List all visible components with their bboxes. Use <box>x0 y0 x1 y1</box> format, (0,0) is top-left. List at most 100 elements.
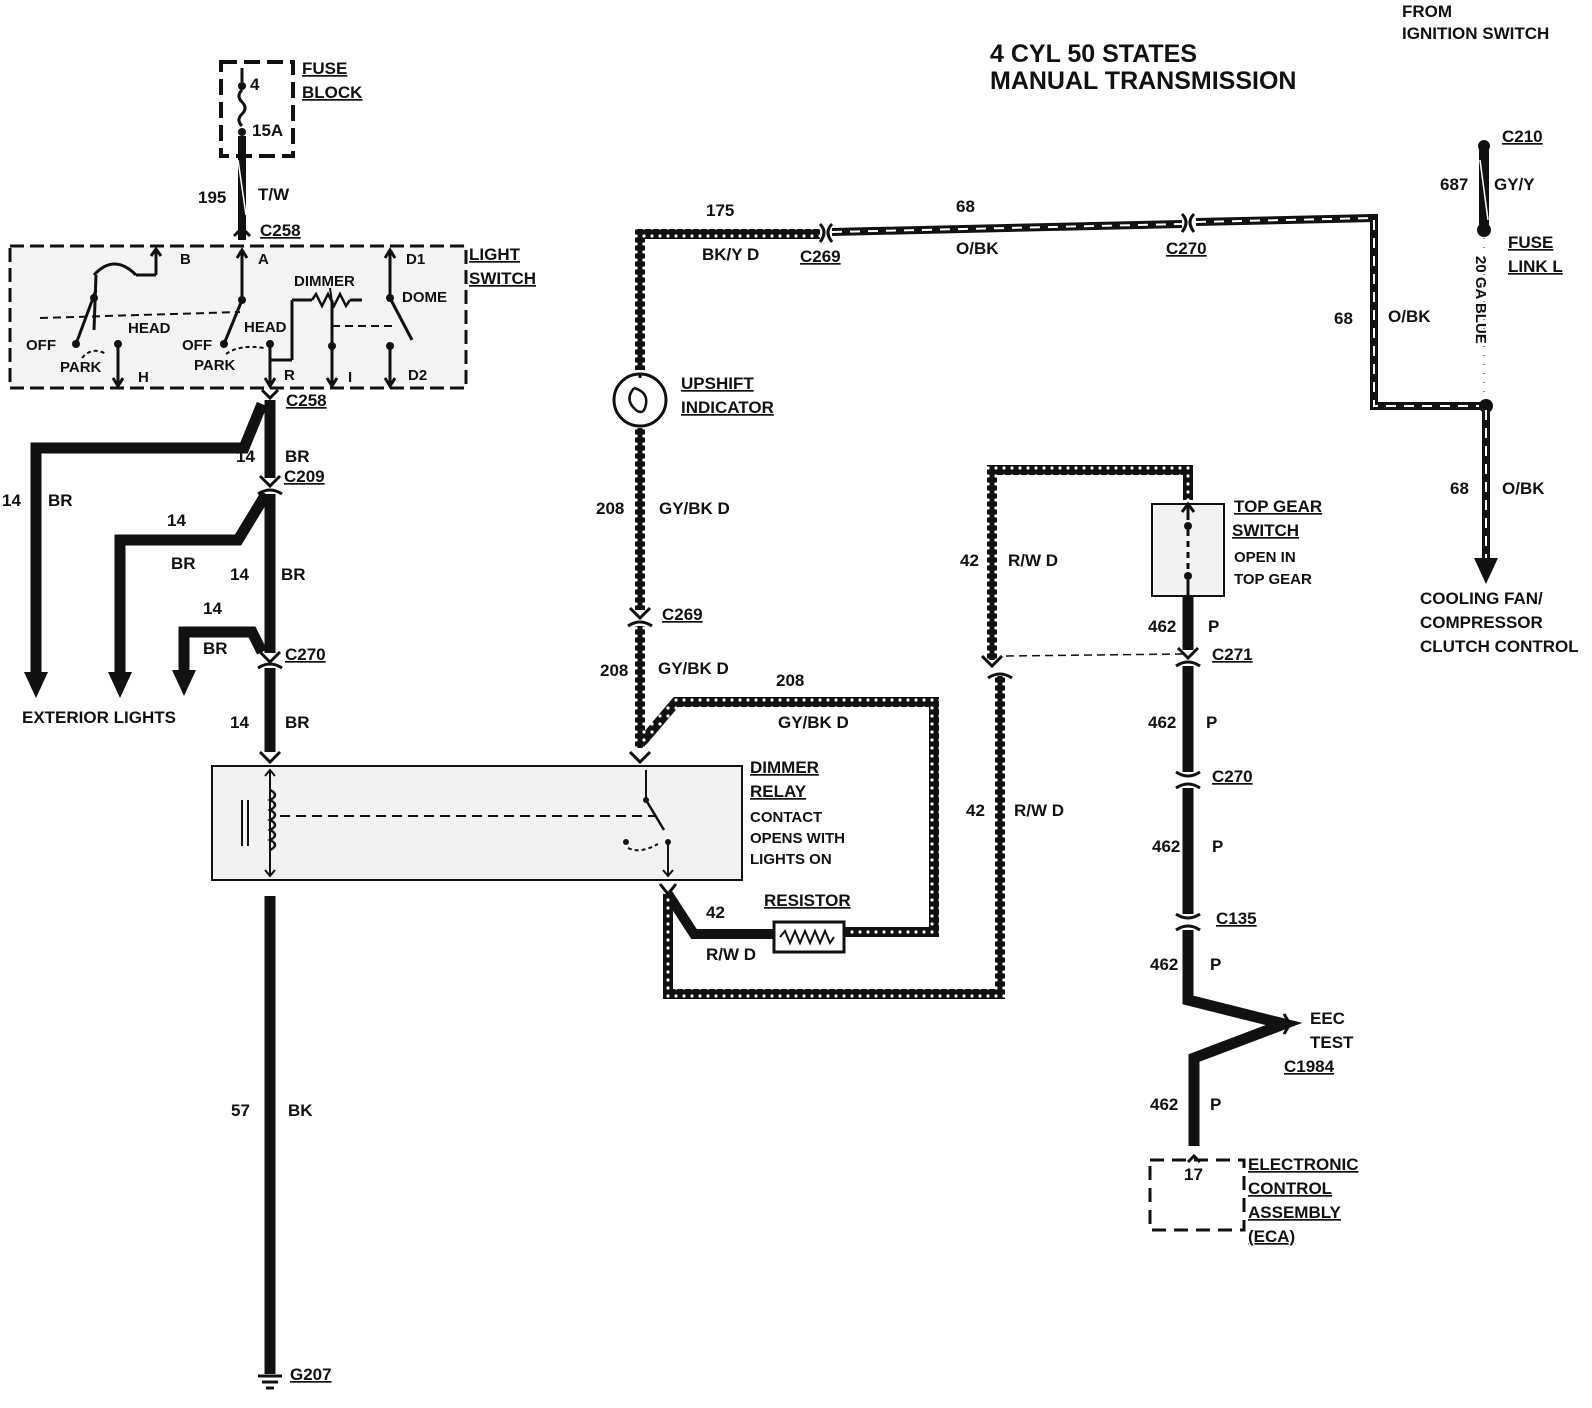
light-switch-label-2: SWITCH <box>469 269 536 288</box>
dimmer-relay-note-3: LIGHTS ON <box>750 851 832 868</box>
switch-head-1: HEAD <box>128 320 171 337</box>
connector-c135-mark <box>1175 912 1201 920</box>
cooling-fan-arrow <box>1474 558 1498 584</box>
terminal-i: I <box>348 369 352 386</box>
relay-coil-icon <box>267 788 277 852</box>
light-switch-label-1: LIGHT <box>469 245 521 264</box>
wire-462-c-number: 462 <box>1152 837 1180 856</box>
terminal-d2: D2 <box>408 367 427 384</box>
terminal-b: B <box>180 251 191 268</box>
wire-68-out-color: O/BK <box>1502 479 1545 498</box>
wire-68-top-number: 68 <box>956 197 975 216</box>
dimmer-relay-note-2: OPENS WITH <box>750 830 845 847</box>
exterior-lights-label: EXTERIOR LIGHTS <box>22 708 176 727</box>
title-line-2: MANUAL TRANSMISSION <box>990 67 1296 95</box>
top-gear-switch-note-2: TOP GEAR <box>1234 571 1312 588</box>
wire-14-ext3-number: 14 <box>203 599 222 618</box>
wire-14-ext1-color: BR <box>48 491 73 510</box>
cooling-fan-label-3: CLUTCH CONTROL <box>1420 637 1579 656</box>
terminal-h: H <box>138 369 149 386</box>
wire-208-b-number: 208 <box>600 661 628 680</box>
wire-175-color: BK/Y D <box>702 245 759 264</box>
wire-208-c-number: 208 <box>776 671 804 690</box>
connector-c271-shared-line <box>1005 653 1185 657</box>
wire-462-e-number: 462 <box>1150 1095 1178 1114</box>
wire-42-resistor <box>663 891 774 939</box>
eec-test-label-1: EEC <box>1310 1009 1345 1028</box>
switch-park-2: PARK <box>194 357 236 374</box>
top-gear-switch-label-1: TOP GEAR <box>1234 497 1322 516</box>
switch-park-1: PARK <box>60 359 102 376</box>
eec-test-connector-mark <box>1282 1013 1292 1035</box>
connector-c270-top: C270 <box>1166 239 1207 258</box>
exterior-lights-arrow-2 <box>108 672 132 698</box>
from-ignition-line-2: IGNITION SWITCH <box>1402 24 1549 43</box>
fuse-rating: 15A <box>252 121 283 140</box>
connector-c270-right: C270 <box>1212 767 1253 786</box>
switch-head-2: HEAD <box>244 319 287 336</box>
wire-68-vert-color: O/BK <box>1388 307 1431 326</box>
br-wire-bundle <box>30 400 276 1374</box>
wire-14-a-color: BR <box>285 447 310 466</box>
title-line-1: 4 CYL 50 STATES <box>990 40 1197 68</box>
connector-c209-mark-b <box>257 488 283 496</box>
fuse-icon <box>237 88 247 128</box>
eca-label-4: (ECA) <box>1248 1227 1295 1246</box>
fuse-link-label-1: FUSE <box>1508 233 1553 252</box>
eca-label-2: CONTROL <box>1248 1179 1332 1198</box>
wire-195-number: 195 <box>198 188 226 207</box>
eec-test-label-2: TEST <box>1310 1033 1354 1052</box>
wire-462-a-number: 462 <box>1148 617 1176 636</box>
resistor-label: RESISTOR <box>764 891 851 910</box>
fuse-link-label-2: LINK L <box>1508 257 1563 276</box>
connector-c135: C135 <box>1216 909 1257 928</box>
wire-208-b-color: GY/BK D <box>658 659 729 678</box>
fuse-block-label-1: FUSE <box>302 59 347 78</box>
wire-208-a-number: 208 <box>596 499 624 518</box>
wire-462-b-color: P <box>1206 713 1217 732</box>
top-gear-switch-note-1: OPEN IN <box>1234 549 1296 566</box>
wire-14-c-number: 14 <box>230 713 249 732</box>
wire-68-out-number: 68 <box>1450 479 1469 498</box>
from-ignition-line-1: FROM <box>1402 2 1452 21</box>
wire-42-c <box>663 676 1005 999</box>
eca-module <box>1148 1153 1246 1232</box>
connector-c270-top-mark <box>1180 212 1188 233</box>
terminal-d1: D1 <box>406 251 425 268</box>
wire-42-a <box>987 465 1193 660</box>
wire-462-c-color: P <box>1212 837 1223 856</box>
wire-462-d-color: P <box>1210 955 1221 974</box>
wire-462-d-number: 462 <box>1150 955 1178 974</box>
switch-off-2: OFF <box>182 337 212 354</box>
wire-462-a-color: P <box>1208 617 1219 636</box>
connector-c271-mark <box>1176 646 1200 661</box>
switch-dome: DOME <box>402 289 447 306</box>
connector-c1984: C1984 <box>1284 1057 1335 1076</box>
connector-c270-left-mark <box>258 650 282 665</box>
wire-195-color: T/W <box>258 185 290 204</box>
switch-off-1: OFF <box>26 337 56 354</box>
top-gear-switch-label-2: SWITCH <box>1232 521 1299 540</box>
light-switch: B OFF PARK HEAD H A OFF PARK HEAD DIMMER <box>8 244 468 390</box>
connector-c258-bottom-mark <box>260 388 280 401</box>
wire-14-ext3-color: BR <box>203 639 228 658</box>
wire-68-top-color: O/BK <box>956 239 999 258</box>
fuse-block-label-2: BLOCK <box>302 83 363 102</box>
connector-c269-top: C269 <box>800 247 841 266</box>
wire-57-color: BK <box>288 1101 313 1120</box>
wire-14-ext2-color: BR <box>171 554 196 573</box>
connector-c270-right-mark <box>1175 770 1201 778</box>
upshift-indicator <box>612 372 668 428</box>
ground-g207-icon <box>258 1374 282 1390</box>
wire-42-c-number: 42 <box>706 903 725 922</box>
wire-14-c-color: BR <box>285 713 310 732</box>
wire-208-a-color: GY/BK D <box>659 499 730 518</box>
wire-208-c <box>638 697 939 937</box>
wire-14-ext2-number: 14 <box>167 511 186 530</box>
connector-c269-mid: C269 <box>662 605 703 624</box>
ground-g207: G207 <box>290 1365 332 1384</box>
connector-c258-bottom: C258 <box>286 391 327 410</box>
wire-175 <box>635 229 820 370</box>
exterior-lights-arrow-1 <box>24 672 48 698</box>
wire-687-number: 687 <box>1440 175 1468 194</box>
